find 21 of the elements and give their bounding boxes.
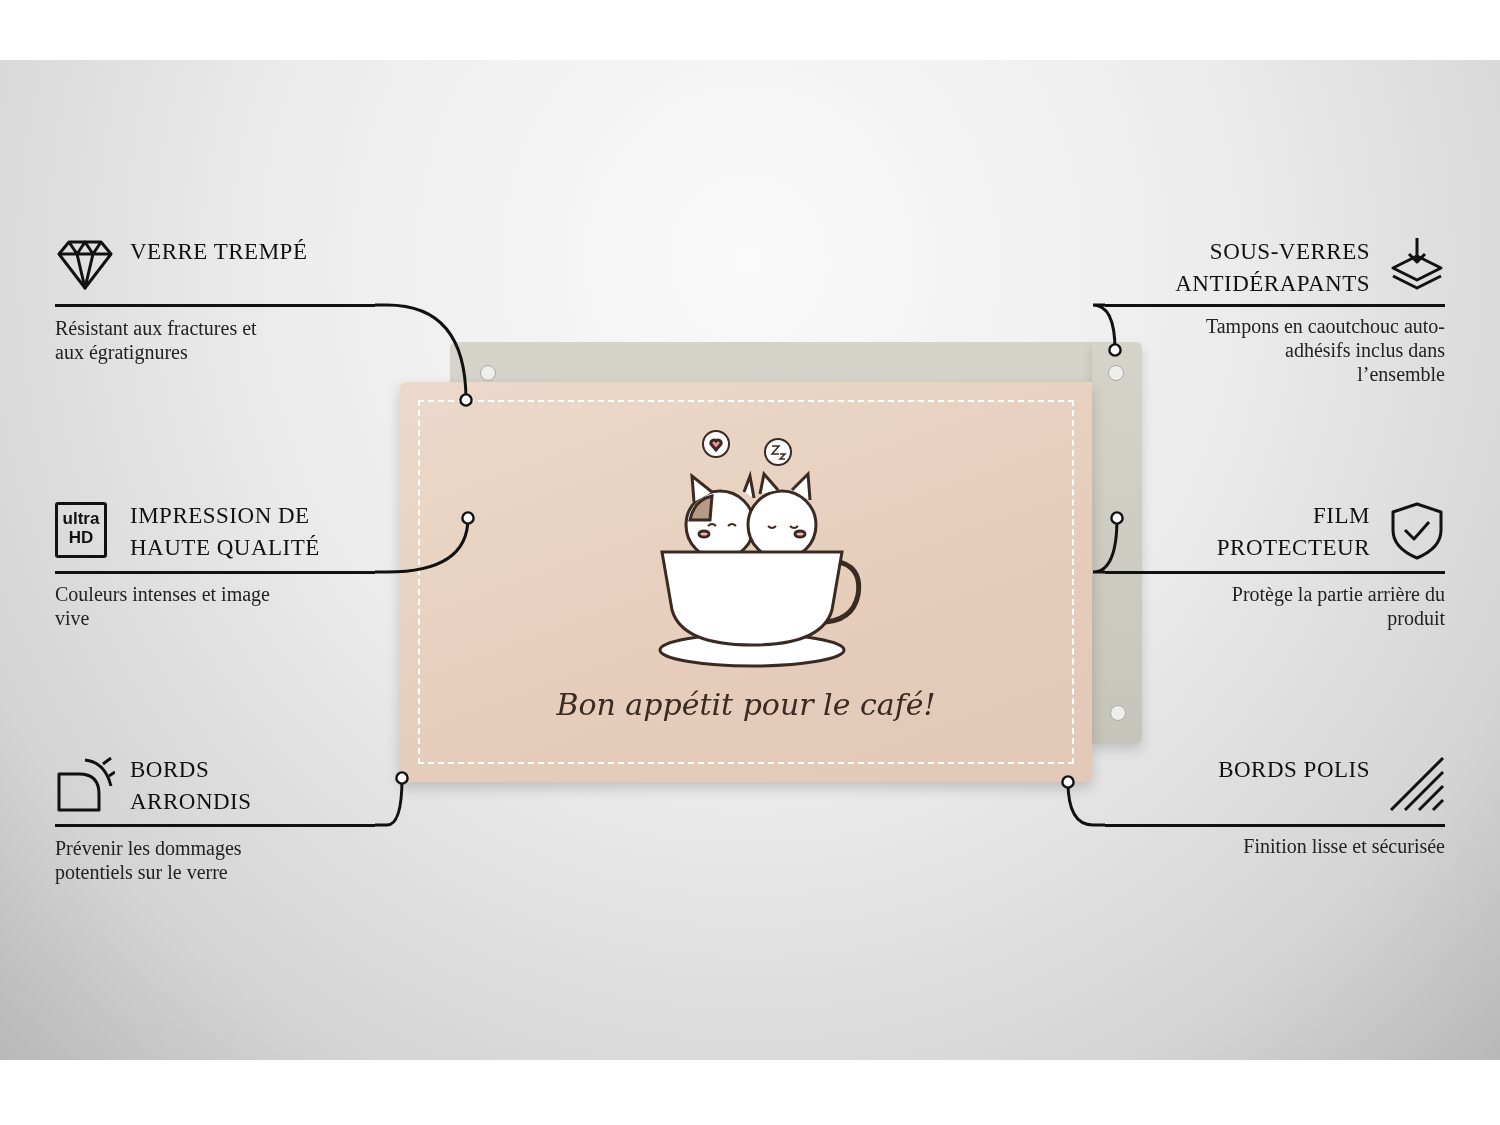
feature-description: Tampons en caoutchouc auto-adhésifs inclus dans l’ensemble [1204, 314, 1445, 386]
coaster-slogan: Bon appétit pour le café! [555, 687, 937, 722]
feature-description: Prévenir les dommages potentiels sur le verre [55, 836, 243, 884]
leader-line [1061, 775, 1105, 827]
leader-line [375, 303, 473, 407]
feature-heading: IMPRESSION DE HAUTE QUALITÉ [130, 502, 321, 562]
feature-heading: BORDS POLIS [1217, 756, 1370, 784]
feature-description: Résistant aux fractures et aux égratignures [55, 316, 258, 364]
feature-heading: FILM PROTECTEUR [1215, 502, 1370, 562]
hd-badge-icon: ultra HD [55, 502, 107, 558]
leader-line [375, 511, 475, 574]
feature-description: Finition lisse et sécurisée [1242, 834, 1445, 858]
leader-line [1091, 303, 1122, 357]
feature-heading: BORDS ARRONDIS [130, 756, 253, 816]
leader-line [375, 771, 409, 827]
back-glass-panel [1092, 342, 1142, 744]
feature-heading: VERRE TREMPÉ [130, 238, 309, 266]
feature-description: Protège la partie arrière du produit [1230, 582, 1445, 630]
leader-line [1091, 511, 1124, 574]
feature-description: Couleurs intenses et image vive [55, 582, 271, 630]
feature-heading: SOUS-VERRES ANTIDÉRAPANTS [1174, 238, 1370, 298]
